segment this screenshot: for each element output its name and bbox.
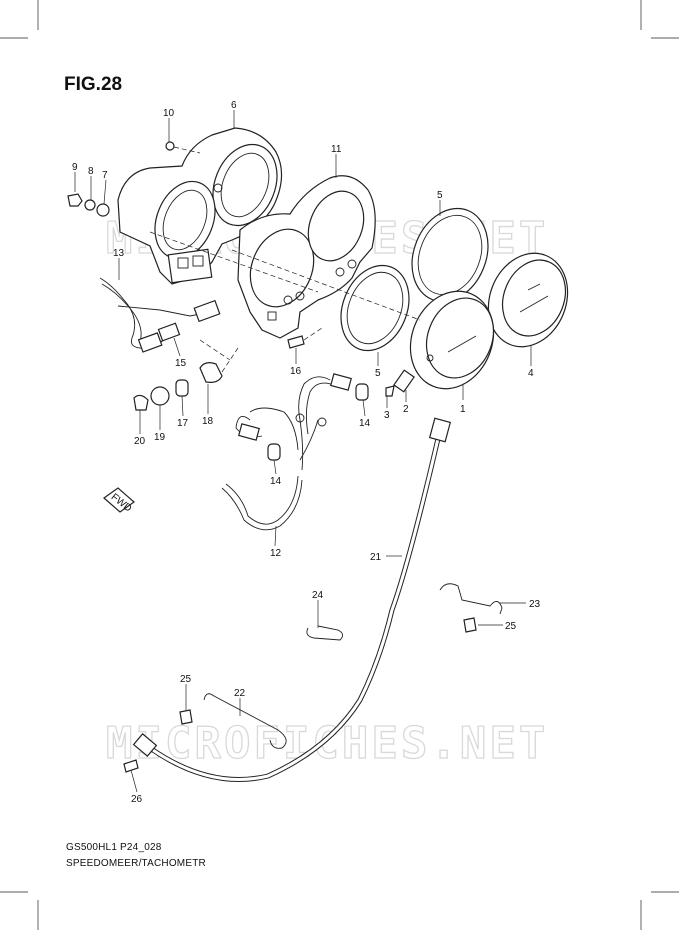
callout-14-upper: 14 — [359, 418, 371, 429]
grommet-7-part — [96, 203, 110, 217]
clamp-24-part — [306, 625, 343, 641]
harness-13-part — [99, 277, 221, 353]
harness-12-part — [221, 373, 352, 531]
callout-6: 6 — [231, 100, 237, 111]
callout-13: 13 — [113, 248, 125, 259]
callout-2: 2 — [403, 404, 409, 415]
callout-15: 15 — [175, 358, 187, 369]
speedometer-cable-part — [132, 417, 452, 782]
callout-11: 11 — [331, 144, 342, 155]
callout-5-lower: 5 — [375, 368, 381, 379]
callout-24: 24 — [312, 590, 324, 601]
meter-ring-lower-part — [340, 264, 410, 352]
callout-26: 26 — [131, 794, 143, 805]
leader-lines — [74, 110, 532, 793]
bolt-10-part — [165, 141, 201, 154]
figure-code: GS500HL1 P24_028 — [66, 842, 162, 853]
alignment-lines — [149, 231, 421, 361]
figure-title: FIG.28 — [64, 74, 123, 95]
callout-1: 1 — [460, 404, 466, 415]
nut-9-part — [67, 193, 83, 207]
bolt-25-right-part — [463, 617, 477, 633]
callout-22: 22 — [234, 688, 246, 699]
tachometer-part — [487, 252, 569, 348]
callouts: 1 2 3 4 5 5 6 7 8 9 10 11 12 13 14 14 15… — [72, 100, 541, 805]
fwd-marker: FWD — [103, 487, 135, 514]
figure-caption: SPEEDOMEER/TACHOMETR — [66, 858, 206, 869]
cap-20-part — [133, 394, 149, 411]
callout-4: 4 — [528, 368, 534, 379]
callout-21: 21 — [370, 552, 382, 563]
callout-16: 16 — [290, 366, 302, 377]
screw-3-part — [385, 385, 395, 397]
callout-14-lower: 14 — [270, 476, 282, 487]
bulb-14-upper-part — [355, 383, 369, 401]
clamp-22-part — [203, 693, 287, 749]
callout-25-right: 25 — [505, 621, 517, 632]
odometer-knob-part — [393, 369, 415, 393]
callout-3: 3 — [384, 410, 390, 421]
washer-19-part — [150, 386, 170, 406]
speedometer-part — [409, 290, 495, 390]
callout-19: 19 — [154, 432, 166, 443]
callout-10: 10 — [163, 108, 175, 119]
screw-16-part — [287, 327, 323, 349]
callout-25-left: 25 — [180, 674, 192, 685]
callout-12: 12 — [270, 548, 282, 559]
bolt-25-left-part — [179, 709, 193, 725]
meter-ring-upper-part — [411, 207, 489, 303]
callout-17: 17 — [177, 418, 189, 429]
callout-9: 9 — [72, 162, 78, 173]
callout-23: 23 — [529, 599, 541, 610]
watermark-bottom: MICROFICHES.NET — [106, 718, 548, 769]
clamp-23-part — [439, 583, 503, 615]
bulb-17-part — [175, 379, 189, 397]
callout-7: 7 — [102, 170, 108, 181]
callout-18: 18 — [202, 416, 214, 427]
callout-5-upper: 5 — [437, 190, 443, 201]
bolt-26-part — [123, 759, 139, 773]
bulb-14-lower-part — [267, 443, 281, 461]
callout-20: 20 — [134, 436, 146, 447]
callout-8: 8 — [88, 166, 94, 177]
socket-18-part — [199, 362, 223, 383]
washer-8-part — [84, 199, 96, 211]
